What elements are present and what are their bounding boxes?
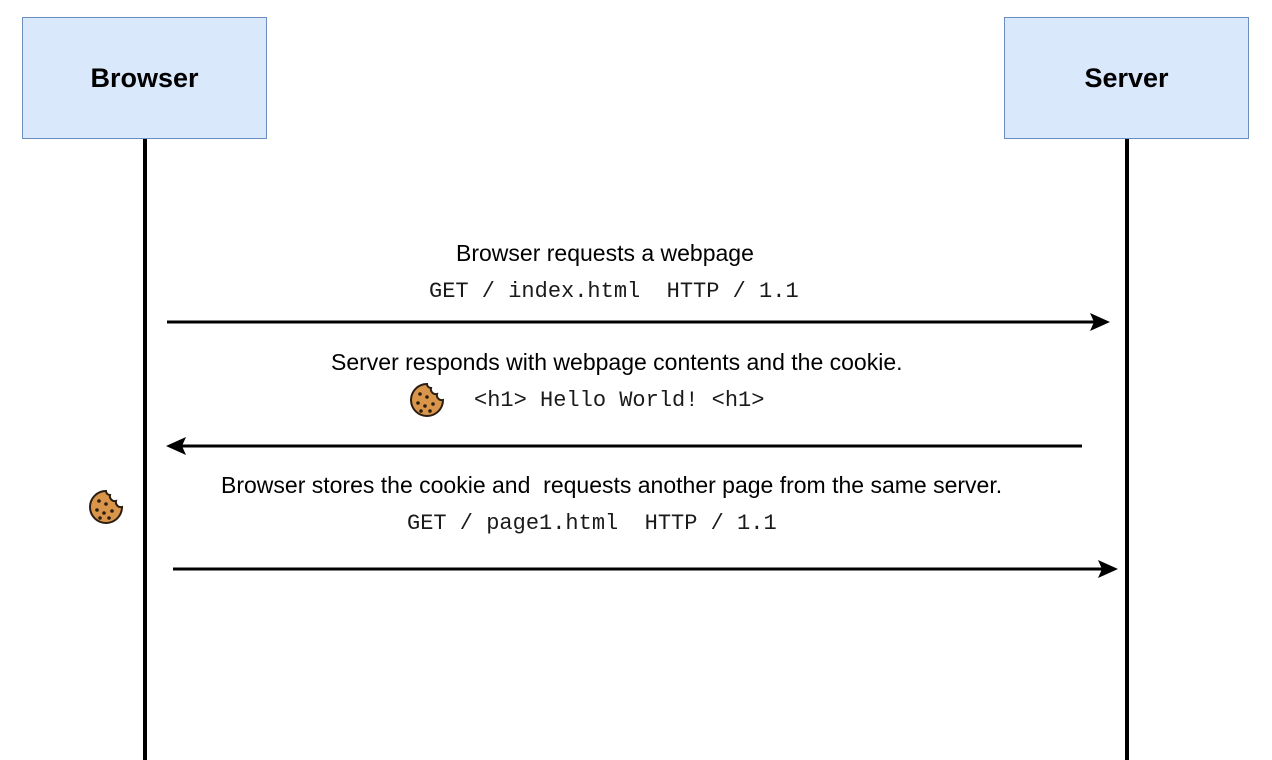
browser-lifeline: [143, 139, 147, 760]
message-3-code: GET / page1.html HTTP / 1.1: [407, 511, 777, 536]
message-1-description: Browser requests a webpage: [456, 240, 754, 266]
server-lifeline: [1125, 139, 1129, 760]
response-arrow: [166, 437, 1082, 455]
browser-actor-box: Browser: [22, 17, 267, 139]
cookie-icon: [410, 382, 445, 417]
message-1-code: GET / index.html HTTP / 1.1: [429, 279, 799, 304]
message-3-description: Browser stores the cookie and requests a…: [221, 472, 1003, 498]
request-arrow-1: [167, 313, 1110, 331]
server-actor-label: Server: [1084, 62, 1169, 93]
request-arrow-2: [173, 560, 1118, 578]
server-actor-box: Server: [1004, 17, 1249, 139]
message-2-code: <h1> Hello World! <h1>: [474, 388, 765, 413]
message-2-description: Server responds with webpage contents an…: [331, 349, 903, 375]
browser-actor-label: Browser: [90, 62, 199, 93]
stored-cookie-icon: [89, 489, 124, 524]
